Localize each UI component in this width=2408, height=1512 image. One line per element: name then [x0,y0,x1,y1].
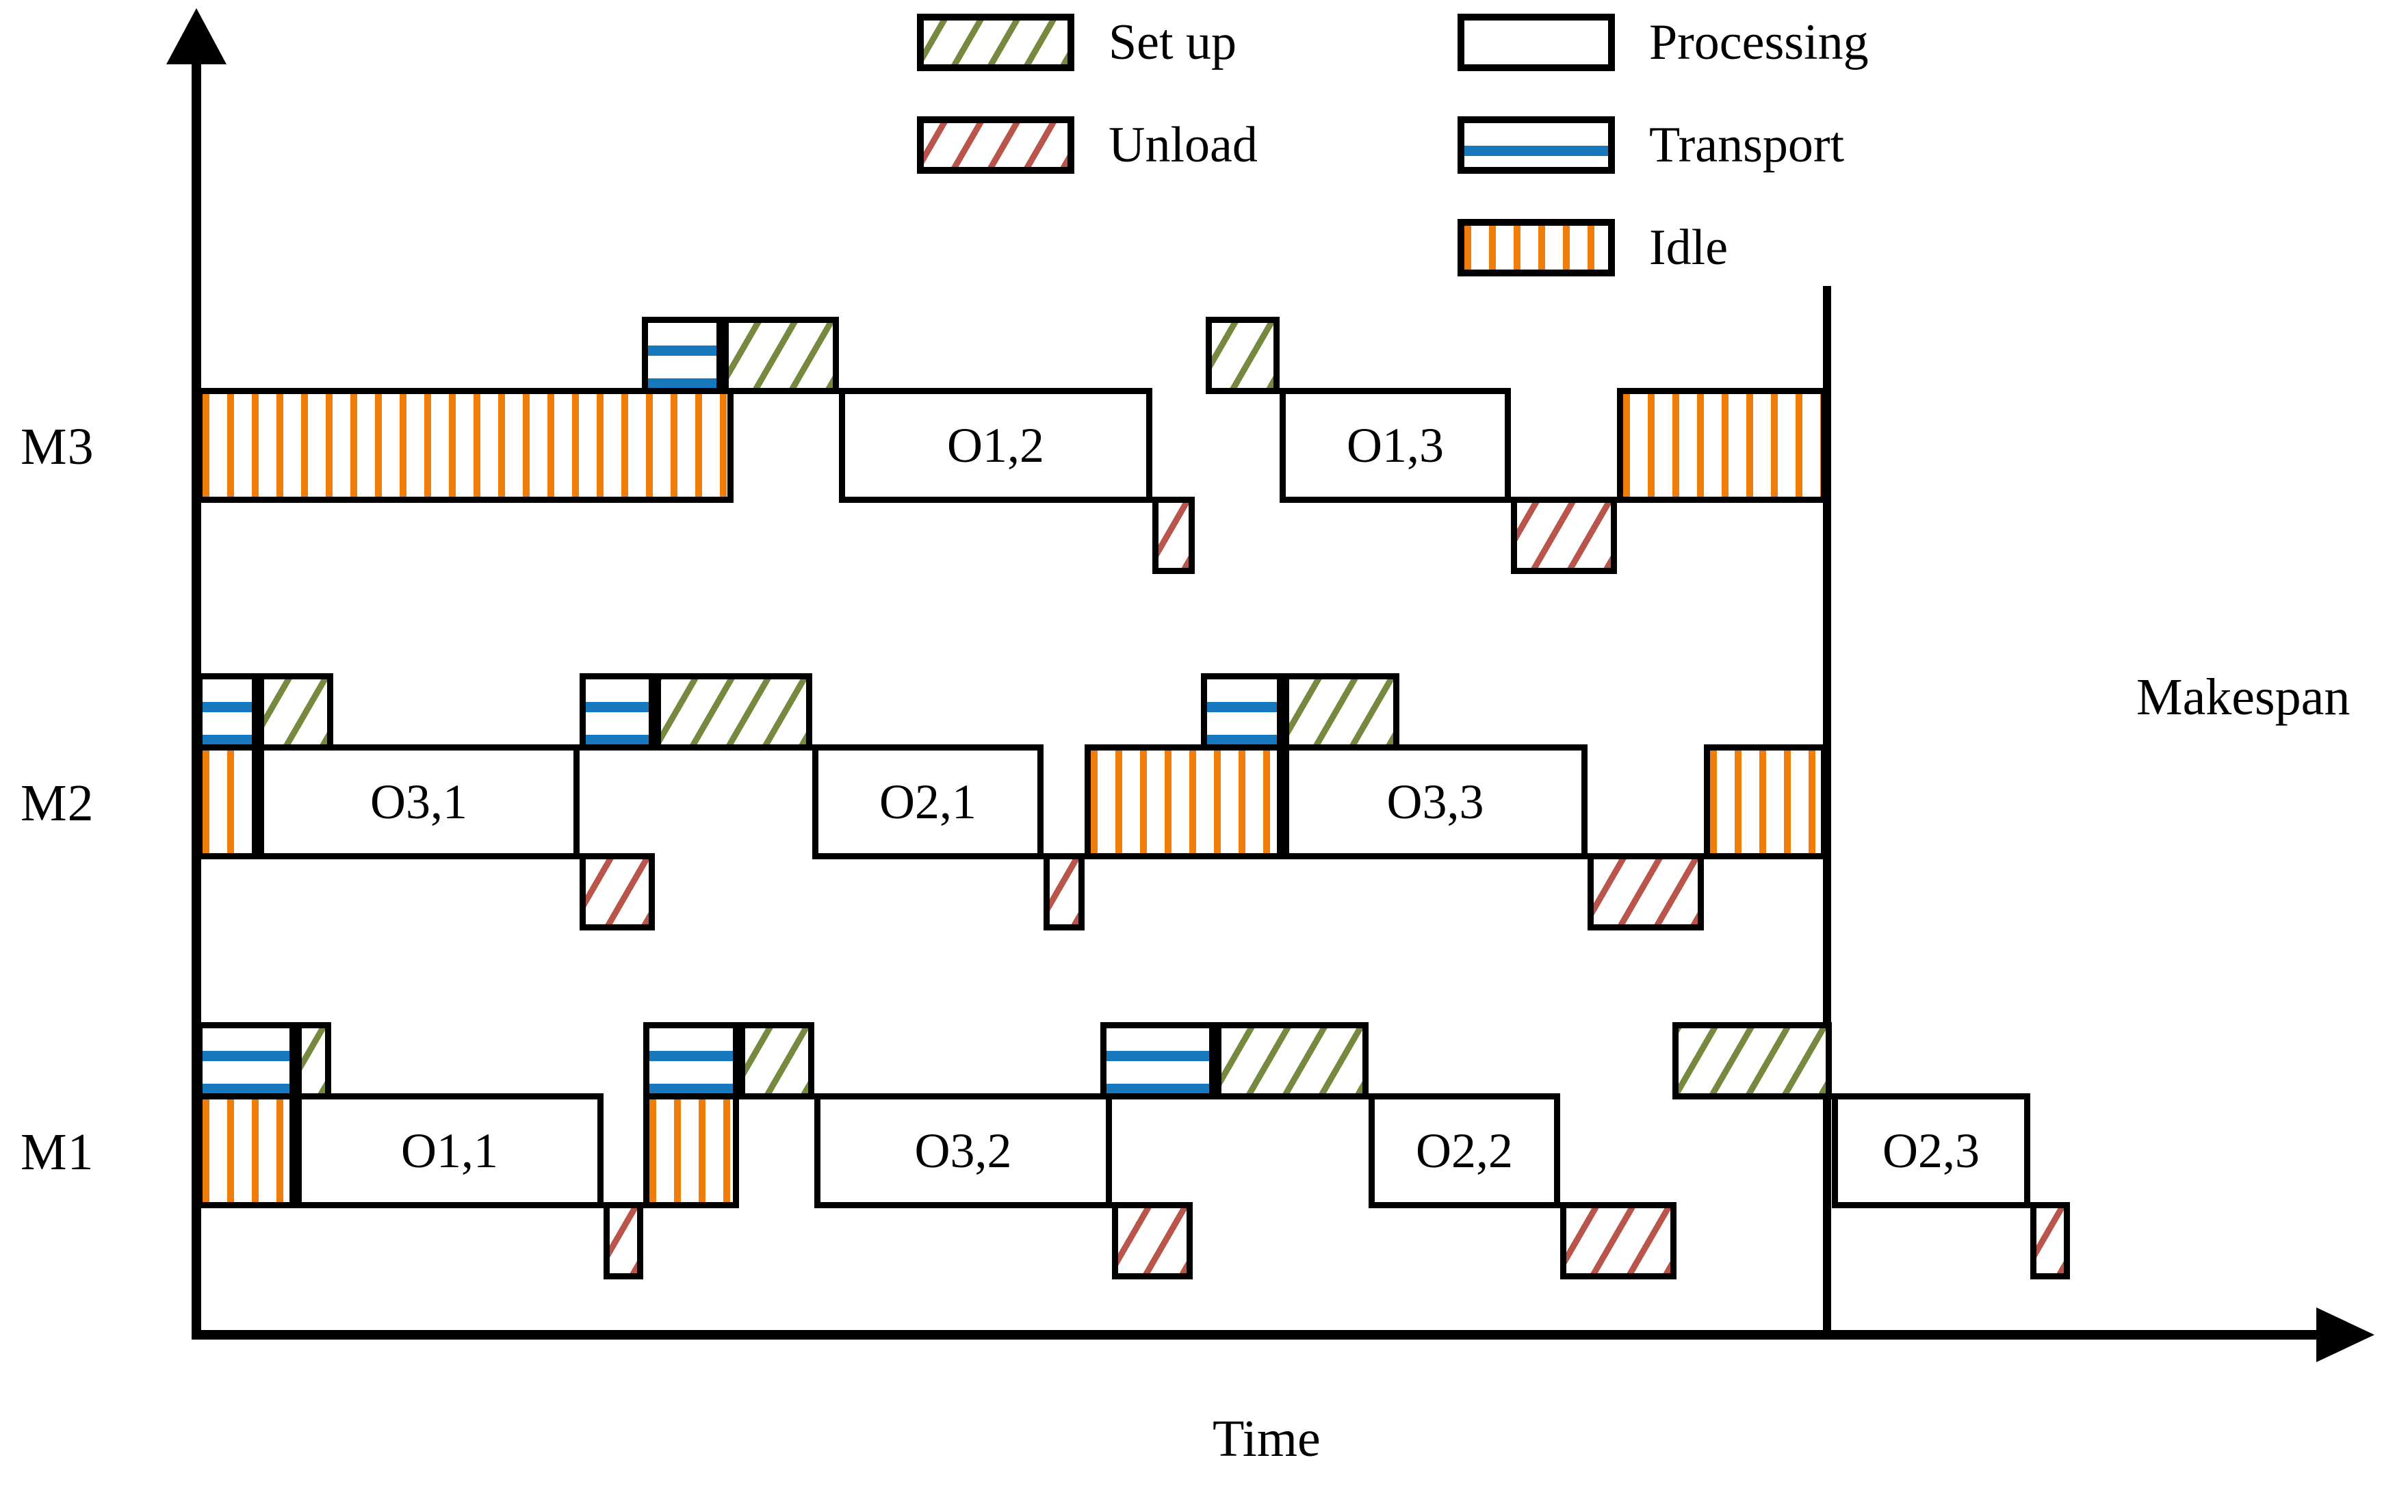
gantt-block-label: O1,2 [947,417,1044,473]
gantt-block-unload-m3-7[interactable] [1511,497,1617,574]
gantt-block-unload-m2-8[interactable] [1044,853,1085,930]
machine-label-m1: M1 [21,1123,94,1181]
gantt-block-label: O2,3 [1882,1123,1980,1178]
gantt-block-processing-o23[interactable]: O2,3 [1832,1093,2030,1208]
gantt-block-label: O3,1 [370,774,467,829]
gantt-block-label: O2,1 [879,774,976,829]
gantt-block-idle-m2-9[interactable] [1085,744,1283,859]
gantt-block-processing-o22[interactable]: O2,2 [1369,1093,1560,1208]
gantt-block-label: O3,2 [914,1123,1012,1178]
gantt-block-label: O3,3 [1386,774,1484,829]
gantt-block-setup-m2-6[interactable] [655,673,812,751]
gantt-block-idle-m2-2[interactable] [196,744,258,859]
y-axis-arrow-icon [166,8,226,64]
gantt-block-unload-m1-9[interactable] [1112,1202,1193,1279]
gantt-block-transport-m2-0[interactable] [196,673,258,751]
gantt-block-label: O2,2 [1416,1123,1513,1178]
legend-swatch-transport-icon [1458,116,1615,174]
gantt-block-setup-m3-5[interactable] [1206,317,1280,394]
legend-swatch-idle-icon [1458,219,1615,276]
gantt-block-processing-o32[interactable]: O3,2 [814,1093,1112,1208]
gantt-block-idle-m1-7[interactable] [643,1093,739,1208]
gantt-block-transport-m1-10[interactable] [1100,1022,1215,1099]
legend-swatch-unload-icon [917,116,1074,174]
gantt-block-label: O1,3 [1347,417,1444,473]
gantt-block-processing-o31[interactable]: O3,1 [258,744,580,859]
legend-item-unload[interactable]: Unload [917,116,1258,174]
legend-swatch-processing-icon [1458,14,1615,71]
gantt-block-setup-m1-6[interactable] [739,1022,814,1099]
gantt-block-idle-m1-2[interactable] [196,1093,296,1208]
legend-item-setup[interactable]: Set up [917,14,1237,71]
gantt-block-setup-m3-2[interactable] [723,317,839,394]
gantt-block-processing-o11[interactable]: O1,1 [296,1093,604,1208]
makespan-title: Makespan [2136,668,2351,726]
legend-label-unload: Unload [1109,117,1258,173]
gantt-block-setup-m1-11[interactable] [1215,1022,1369,1099]
gantt-block-transport-m1-0[interactable] [196,1022,296,1099]
gantt-block-unload-m3-4[interactable] [1152,497,1195,574]
gantt-block-idle-m2-14[interactable] [1704,744,1827,859]
gantt-block-unload-m2-4[interactable] [580,853,655,930]
legend-label-setup: Set up [1109,14,1237,70]
legend-swatch-setup-icon [917,14,1074,71]
x-axis-title: Time [1213,1410,1321,1468]
gantt-block-transport-m1-5[interactable] [643,1022,739,1099]
gantt-block-setup-m1-1[interactable] [296,1022,331,1099]
gantt-block-processing-o13[interactable]: O1,3 [1280,388,1511,503]
gantt-block-idle-m3-8[interactable] [1617,388,1827,503]
gantt-block-processing-o12[interactable]: O1,2 [839,388,1152,503]
gantt-block-processing-o33[interactable]: O3,3 [1283,744,1588,859]
gantt-block-setup-m2-1[interactable] [258,673,333,751]
gantt-block-unload-m1-13[interactable] [1560,1202,1676,1279]
gantt-block-setup-m2-11[interactable] [1283,673,1399,751]
machine-label-m2: M2 [21,774,94,832]
gantt-block-transport-m2-10[interactable] [1201,673,1283,751]
gantt-block-processing-o21[interactable]: O2,1 [812,744,1044,859]
gantt-block-label: O1,1 [401,1123,498,1178]
gantt-block-transport-m3-1[interactable] [642,317,723,394]
gantt-block-unload-m1-16[interactable] [2030,1202,2070,1279]
legend-label-idle: Idle [1649,220,1729,276]
legend-label-transport: Transport [1649,117,1845,173]
gantt-block-transport-m2-5[interactable] [580,673,655,751]
legend-item-transport[interactable]: Transport [1458,116,1844,174]
gantt-block-unload-m1-4[interactable] [604,1202,643,1279]
gantt-block-setup-m1-14[interactable] [1672,1022,1832,1099]
gantt-block-unload-m2-13[interactable] [1588,853,1704,930]
machine-label-m3: M3 [21,418,94,475]
x-axis-arrow-icon [2316,1307,2374,1362]
legend-item-idle[interactable]: Idle [1458,219,1728,276]
legend-item-processing[interactable]: Processing [1458,14,1869,71]
legend-label-processing: Processing [1649,14,1869,70]
x-axis-line [192,1330,2320,1340]
gantt-block-idle-m3-0[interactable] [196,388,734,503]
